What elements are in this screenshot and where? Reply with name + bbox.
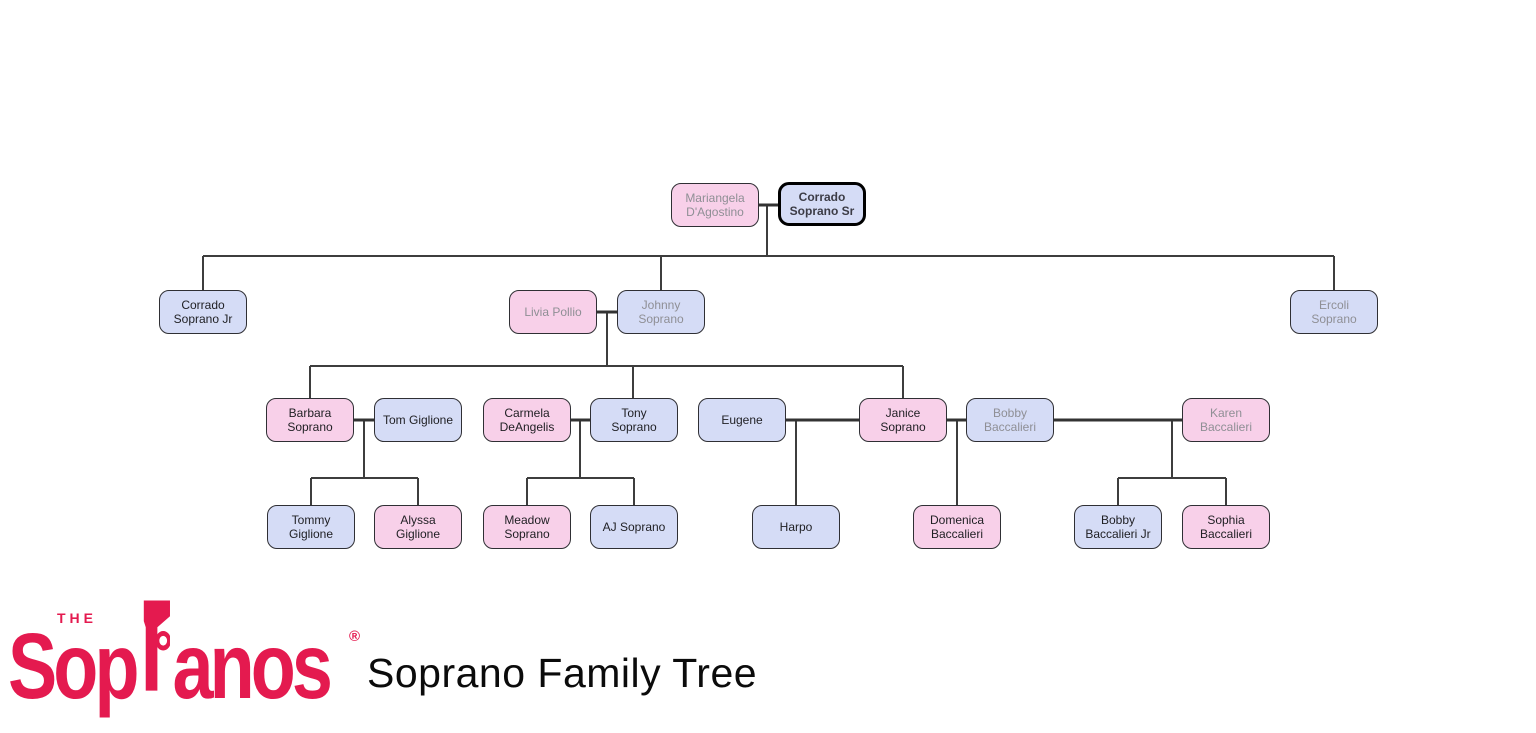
logo-brand-left: Sop <box>8 615 139 719</box>
person-name: Livia Pollio <box>524 304 582 319</box>
person-name: Eugene <box>721 412 763 427</box>
person-corrado-soprano-sr: Corrado Soprano Sr <box>778 182 866 226</box>
person-sophia-baccalieri: Sophia Baccalieri <box>1182 505 1270 549</box>
person-janice-soprano: Janice Soprano <box>859 398 947 442</box>
person-name: Harpo <box>779 519 813 534</box>
person-aj-soprano: AJ Soprano <box>590 505 678 549</box>
person-name: Sophia Baccalieri <box>1199 512 1253 541</box>
person-name: Ercoli Soprano <box>1311 297 1357 326</box>
person-name: Alyssa Giglione <box>395 512 441 541</box>
person-ercoli-soprano: Ercoli Soprano <box>1290 290 1378 334</box>
person-eugene: Eugene <box>698 398 786 442</box>
person-johnny-soprano: Johnny Soprano <box>617 290 705 334</box>
person-name: Tommy Giglione <box>288 512 334 541</box>
logo-the-text: THE <box>57 610 97 626</box>
person-name: Tony Soprano <box>611 405 657 434</box>
sopranos-logo: THE Sop anos ® <box>8 600 360 722</box>
logo-brand-text: Sop anos <box>8 600 333 720</box>
gun-icon <box>140 600 171 712</box>
person-name: Corrado Soprano Sr <box>789 189 855 218</box>
person-bobby-baccalieri-jr: Bobby Baccalieri Jr <box>1074 505 1162 549</box>
person-tommy-giglione: Tommy Giglione <box>267 505 355 549</box>
page-title: Soprano Family Tree <box>367 650 758 696</box>
person-name: AJ Soprano <box>602 519 666 534</box>
person-bobby-baccalieri: Bobby Baccalieri <box>966 398 1054 442</box>
person-name: Johnny Soprano <box>638 297 684 326</box>
person-name: Bobby Baccalieri Jr <box>1085 512 1151 541</box>
person-name: Karen Baccalieri <box>1199 405 1253 434</box>
person-meadow-soprano: Meadow Soprano <box>483 505 571 549</box>
person-name: Carmela DeAngelis <box>499 405 555 434</box>
person-tony-soprano: Tony Soprano <box>590 398 678 442</box>
person-name: Janice Soprano <box>880 405 926 434</box>
person-domenica-baccalieri: Domenica Baccalieri <box>913 505 1001 549</box>
person-alyssa-giglione: Alyssa Giglione <box>374 505 462 549</box>
person-name: Corrado Soprano Jr <box>173 297 233 326</box>
person-name: Domenica Baccalieri <box>929 512 985 541</box>
person-harpo: Harpo <box>752 505 840 549</box>
person-name: Barbara Soprano <box>287 405 333 434</box>
person-livia-pollio: Livia Pollio <box>509 290 597 334</box>
person-karen-baccalieri: Karen Baccalieri <box>1182 398 1270 442</box>
person-name: Bobby Baccalieri <box>983 405 1037 434</box>
person-name: Meadow Soprano <box>504 512 550 541</box>
logo-brand-right: anos <box>172 615 332 719</box>
person-corrado-soprano-jr: Corrado Soprano Jr <box>159 290 247 334</box>
person-name: Tom Giglione <box>382 412 454 427</box>
person-name: Mariangela D'Agostino <box>685 190 745 219</box>
registered-trademark: ® <box>348 628 360 645</box>
person-carmela-deangelis: Carmela DeAngelis <box>483 398 571 442</box>
person-barbara-soprano: Barbara Soprano <box>266 398 354 442</box>
person-mariangela-dagostino: Mariangela D'Agostino <box>671 183 759 227</box>
person-tom-giglione: Tom Giglione <box>374 398 462 442</box>
